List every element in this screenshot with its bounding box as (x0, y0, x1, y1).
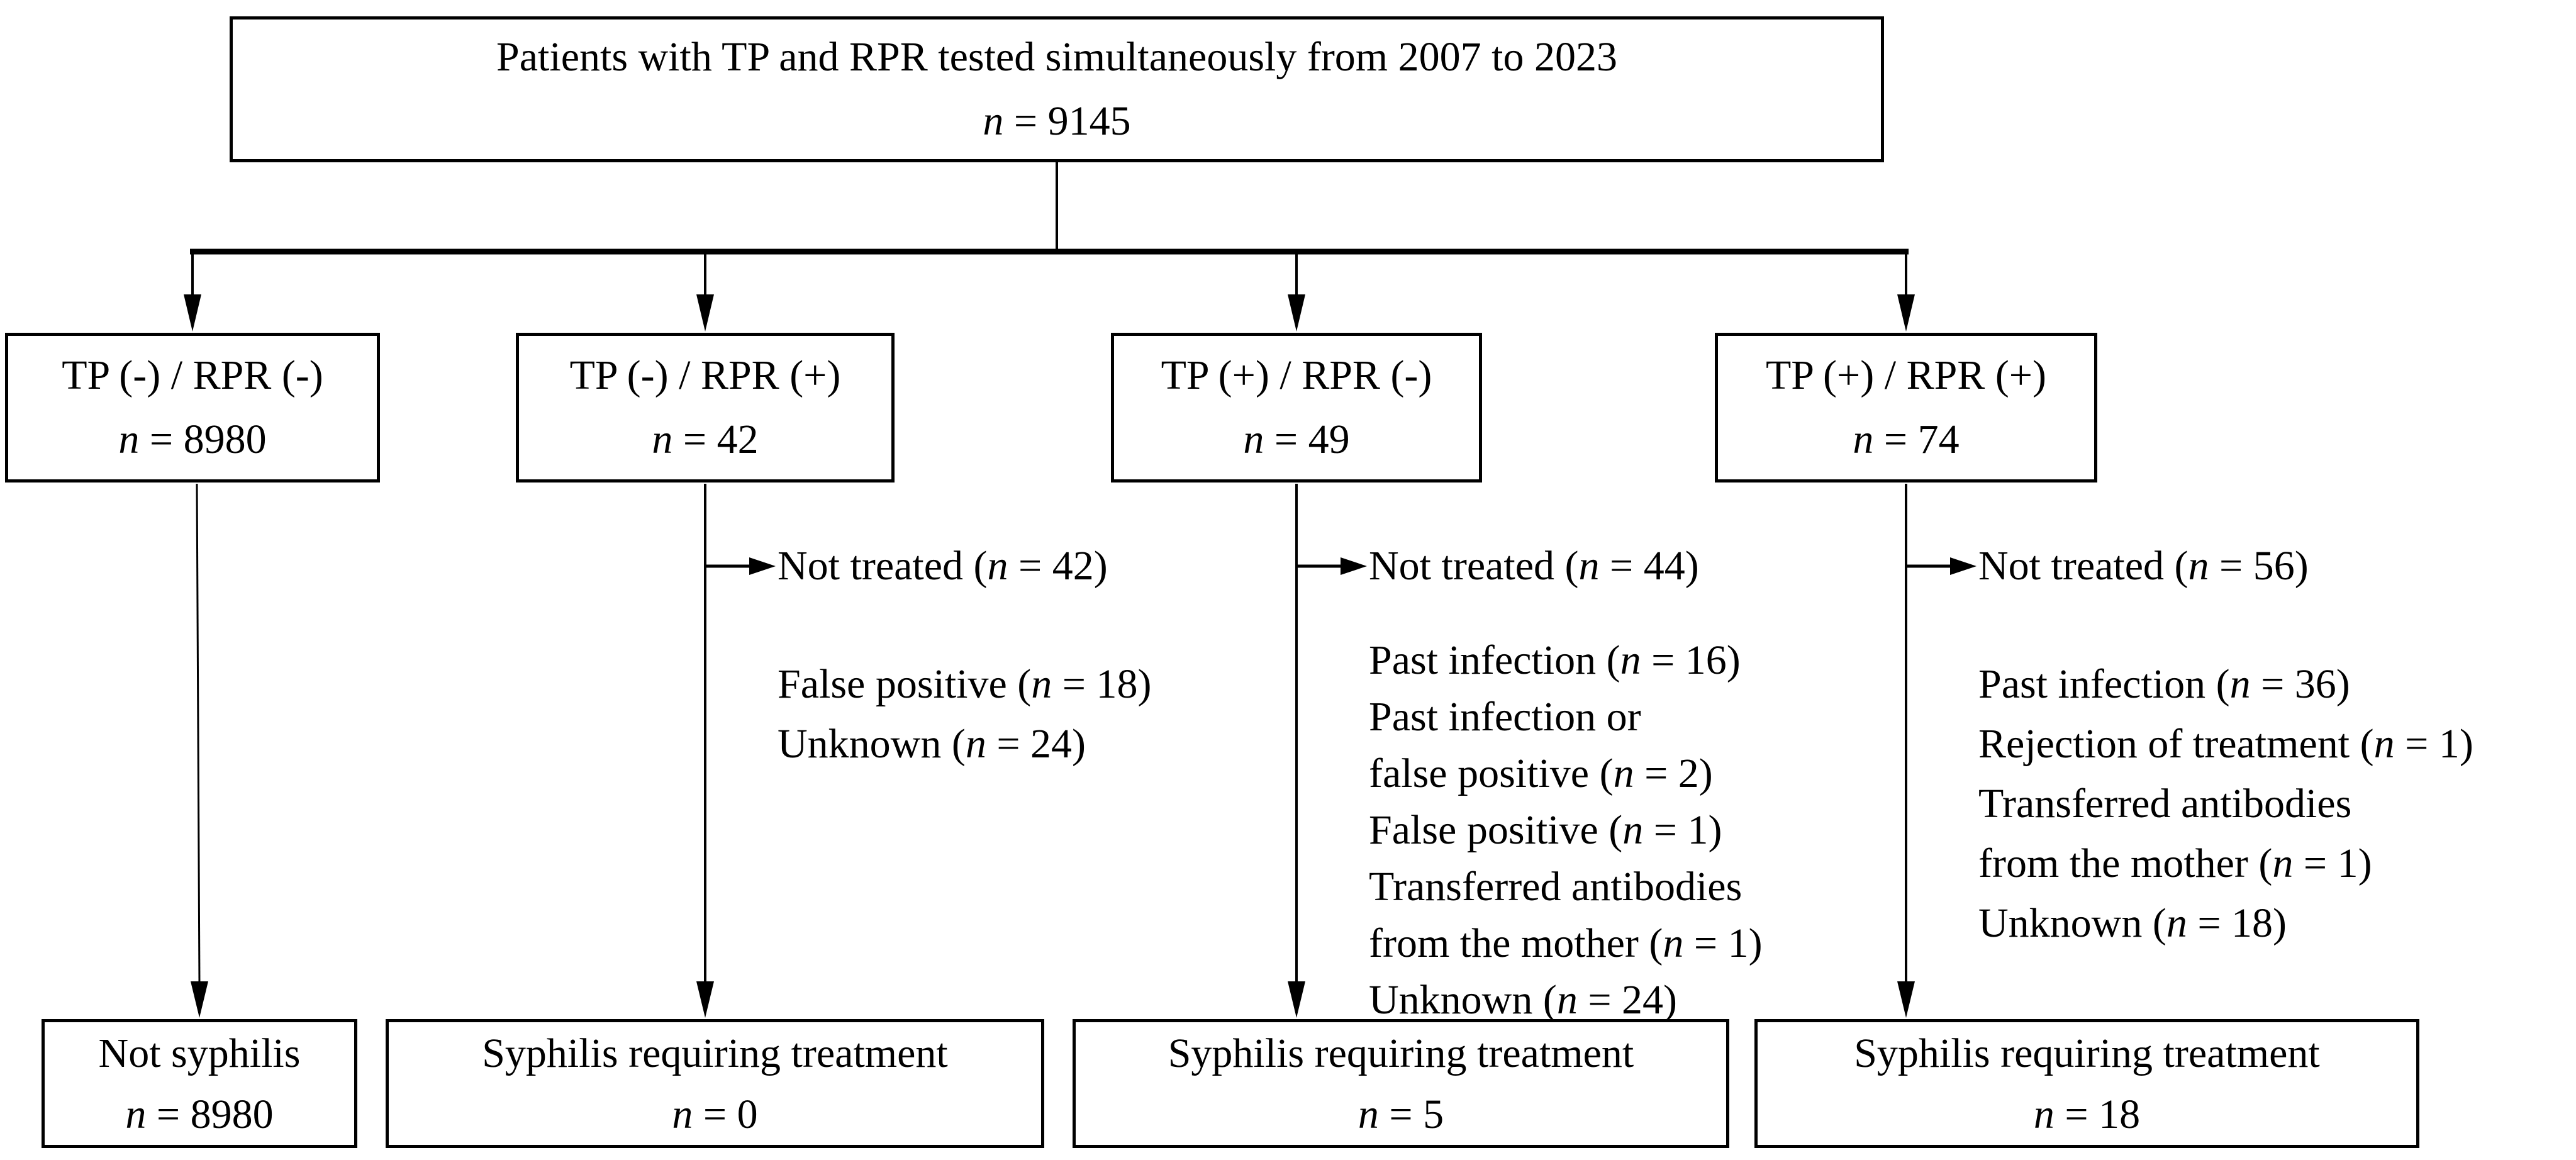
annotation-line: Transferred antibodies (1369, 864, 1742, 910)
annotation-col-tp-pos-rpr-neg: Not treated (n = 44) (1369, 536, 1699, 596)
outcome-box-label: Syphilis requiring treatment (482, 1030, 948, 1076)
annotation-line: Transferred antibodies (1978, 781, 2352, 827)
annotation-line: False positive (n = 1) (1369, 807, 1722, 853)
annotation-col-tp-pos-rpr-pos: Not treated (n = 56) (1978, 536, 2309, 596)
annotation-line: from the mother (n = 1) (1369, 920, 1763, 966)
outcome-box-label: Not syphilis (98, 1030, 301, 1076)
branch-box-label: TP (-) / RPR (+) (569, 352, 841, 398)
arrow-down-icon (1288, 981, 1305, 1018)
annotation-line: Unknown (n = 18) (1978, 900, 2287, 946)
annotation-line: Past infection (n = 16) (1369, 637, 1741, 683)
arrow-down-icon (1288, 294, 1305, 332)
annotation-line: Unknown (n = 24) (778, 721, 1086, 767)
outcome-box-syphilis-treatment-5: Syphilis requiring treatment n = 5 (1073, 1019, 1729, 1148)
branch-box-count: n = 49 (1243, 416, 1350, 462)
annotation-line: from the mother (n = 1) (1978, 840, 2372, 886)
branch-box-count: n = 74 (1853, 416, 1960, 462)
branch-box-tp-neg-rpr-pos: TP (-) / RPR (+) n = 42 (516, 333, 895, 482)
annotation-line: Past infection (n = 36) (1978, 661, 2350, 707)
annotation-header: Not treated (n = 56) (1978, 543, 2309, 589)
branch-box-count: n = 42 (652, 416, 759, 462)
annotation-line: Rejection of treatment (n = 1) (1978, 721, 2473, 767)
annotation-list-tp-neg-rpr-pos: False positive (n = 18) Unknown (n = 24) (778, 654, 1152, 774)
annotation-header: Not treated (n = 42) (778, 543, 1108, 589)
branch-box-tp-neg-rpr-neg: TP (-) / RPR (-) n = 8980 (5, 333, 380, 482)
arrow-down-icon (696, 294, 714, 332)
arrow-down-icon (1897, 981, 1915, 1018)
outcome-box-count: n = 8980 (125, 1091, 274, 1137)
outcome-box-count: n = 18 (2033, 1091, 2141, 1137)
annotation-line: False positive (n = 18) (778, 661, 1152, 707)
branch-box-label: TP (-) / RPR (-) (62, 352, 323, 398)
outcome-box-label: Syphilis requiring treatment (1168, 1030, 1634, 1076)
arrow-down-icon (696, 981, 714, 1018)
annotation-col-tp-neg-rpr-pos: Not treated (n = 42) (778, 536, 1108, 596)
outcome-box-syphilis-treatment-0: Syphilis requiring treatment n = 0 (386, 1019, 1044, 1148)
annotation-header: Not treated (n = 44) (1369, 543, 1699, 589)
branch-box-tp-pos-rpr-neg: TP (+) / RPR (-) n = 49 (1111, 333, 1482, 482)
arrow-down-icon (1897, 294, 1915, 332)
branch-box-label: TP (+) / RPR (-) (1161, 352, 1432, 398)
outcome-box-count: n = 5 (1358, 1091, 1444, 1137)
branch-box-count: n = 8980 (118, 416, 267, 462)
root-box: Patients with TP and RPR tested simultan… (230, 16, 1884, 162)
root-box-label: Patients with TP and RPR tested simultan… (496, 34, 1617, 80)
arrow-down-icon (184, 294, 201, 332)
outcome-box-label: Syphilis requiring treatment (1854, 1030, 2320, 1076)
outcome-box-not-syphilis: Not syphilis n = 8980 (42, 1019, 357, 1148)
annotation-list-tp-pos-rpr-pos: Past infection (n = 36) Rejection of tre… (1978, 654, 2473, 953)
annotation-list-tp-pos-rpr-neg: Past infection (n = 16) Past infection o… (1369, 632, 1763, 1029)
arrow-down-icon (191, 981, 208, 1018)
outcome-box-syphilis-treatment-18: Syphilis requiring treatment n = 18 (1754, 1019, 2419, 1148)
outcome-box-count: n = 0 (672, 1091, 758, 1137)
annotation-line: Past infection or (1369, 694, 1641, 740)
connector-line (196, 483, 201, 984)
branch-box-label: TP (+) / RPR (+) (1765, 352, 2046, 398)
branch-box-tp-pos-rpr-pos: TP (+) / RPR (+) n = 74 (1715, 333, 2097, 482)
annotation-line: Unknown (n = 24) (1369, 977, 1678, 1023)
root-box-count: n = 9145 (983, 98, 1131, 144)
arrow-right-icon (1950, 557, 1977, 575)
arrow-right-icon (749, 557, 776, 575)
annotation-line: false positive (n = 2) (1369, 750, 1713, 796)
arrow-right-icon (1341, 557, 1367, 575)
